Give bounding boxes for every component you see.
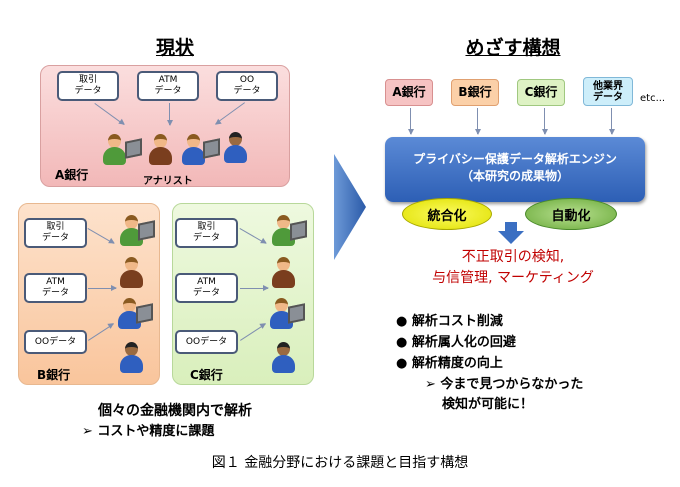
analyst-icon [180,134,206,166]
monitor-icon [125,138,142,159]
arrow [544,108,545,134]
analyst-icon [268,298,294,330]
analyst-icon [116,298,142,330]
bank-c-data-trade: 取引データ [175,218,238,248]
benefit-item: ● 解析コスト削減 [396,314,503,329]
automation-oval: 自動化 [525,198,617,230]
down-arrow-icon [498,222,524,244]
source-bank-a: A銀行 [385,79,433,106]
bank-a-data-trade: 取引データ [57,71,119,101]
analyst-icon [101,134,127,166]
analyst-icon [270,342,296,374]
bank-c-data-other: OOデータ [175,330,238,354]
result-line-2: 与信管理, マーケティング [432,270,594,286]
analyst-icon [118,342,144,374]
benefit-sub-line-1: ➢ 今まで見つからなかった [425,377,584,392]
source-bank-c: C銀行 [517,79,565,106]
bank-b-data-other: OOデータ [24,330,87,354]
engine-note: （本研究の成果物） [460,169,569,183]
benefit-item: ● 解析精度の向上 [396,356,503,371]
arrow [410,108,411,134]
engine-name: プライバシー保護データ解析エンジン [413,152,617,166]
left-summary: 個々の金融機関内で解析 [98,403,252,419]
benefit-item: ● 解析属人化の回避 [396,335,516,350]
analyst-icon [270,257,296,289]
monitor-icon [290,220,307,241]
integration-oval: 統合化 [402,198,492,230]
analyst-icon [147,134,173,166]
vision-title: めざす構想 [465,37,561,59]
arrow [240,285,269,291]
analyst-icon [270,215,296,247]
bank-b-data-trade: 取引データ [24,218,87,248]
analysis-engine-box: プライバシー保護データ解析エンジン （本研究の成果物） [385,137,645,202]
etc-label: etc... [640,93,666,104]
current-title: 現状 [155,37,194,59]
monitor-icon [136,303,153,324]
left-issue: ➢ コストや精度に課題 [82,424,215,439]
analyst-label: アナリスト [143,176,193,187]
bank-a-label: A銀行 [55,168,89,182]
arrow [477,108,478,134]
monitor-icon [203,138,220,159]
arrow [611,108,612,134]
bank-c-label: C銀行 [190,368,223,382]
monitor-icon [138,220,155,241]
arrow [88,285,117,291]
bank-b-label: B銀行 [37,368,71,382]
analyst-icon [222,132,248,164]
result-line-1: 不正取引の検知, [461,249,565,265]
analyst-icon [118,215,144,247]
monitor-icon [288,303,305,324]
chevron-right-arrow-icon [334,154,366,260]
source-bank-b: B銀行 [451,79,499,106]
source-other-industry: 他業界データ [583,77,633,106]
figure-caption: 図１ 金融分野における課題と目指す構想 [211,455,469,471]
arrow [169,103,170,125]
benefit-sub-line-2: 検知が可能に！ [442,397,534,412]
analyst-icon [118,257,144,289]
